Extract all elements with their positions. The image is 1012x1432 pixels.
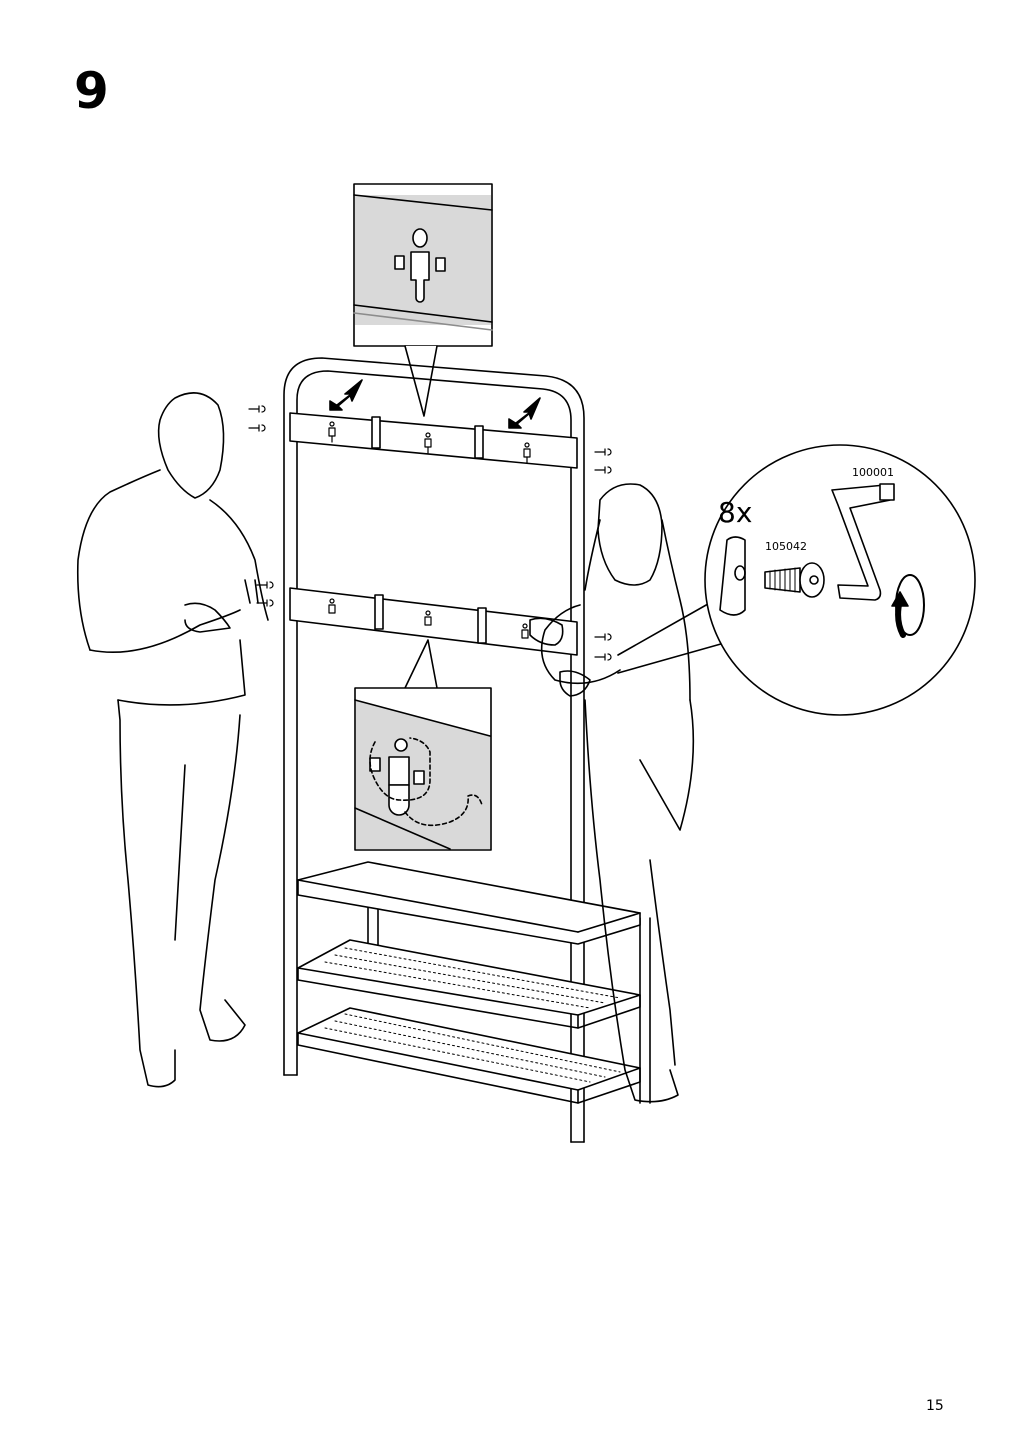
page-number: 15 — [926, 1398, 944, 1414]
top-rail — [289, 379, 578, 469]
zoom-callout — [617, 444, 976, 716]
woman-figure — [529, 483, 695, 1103]
top-detail-inset — [353, 183, 493, 417]
rotate-clockwise-icon — [891, 574, 925, 638]
shoe-shelves — [297, 861, 641, 1104]
man-figure — [76, 392, 269, 1088]
allen-key-part-number: 100001 — [852, 466, 894, 479]
screw-part-number: 105042 — [765, 540, 807, 553]
lower-detail-inset — [354, 687, 492, 851]
allen-key-icon — [831, 483, 895, 601]
screws — [248, 405, 612, 661]
step-number: 9 — [74, 62, 109, 120]
quantity-label: 8x — [718, 496, 752, 529]
screw-icon — [764, 562, 825, 598]
middle-rail — [289, 587, 578, 689]
